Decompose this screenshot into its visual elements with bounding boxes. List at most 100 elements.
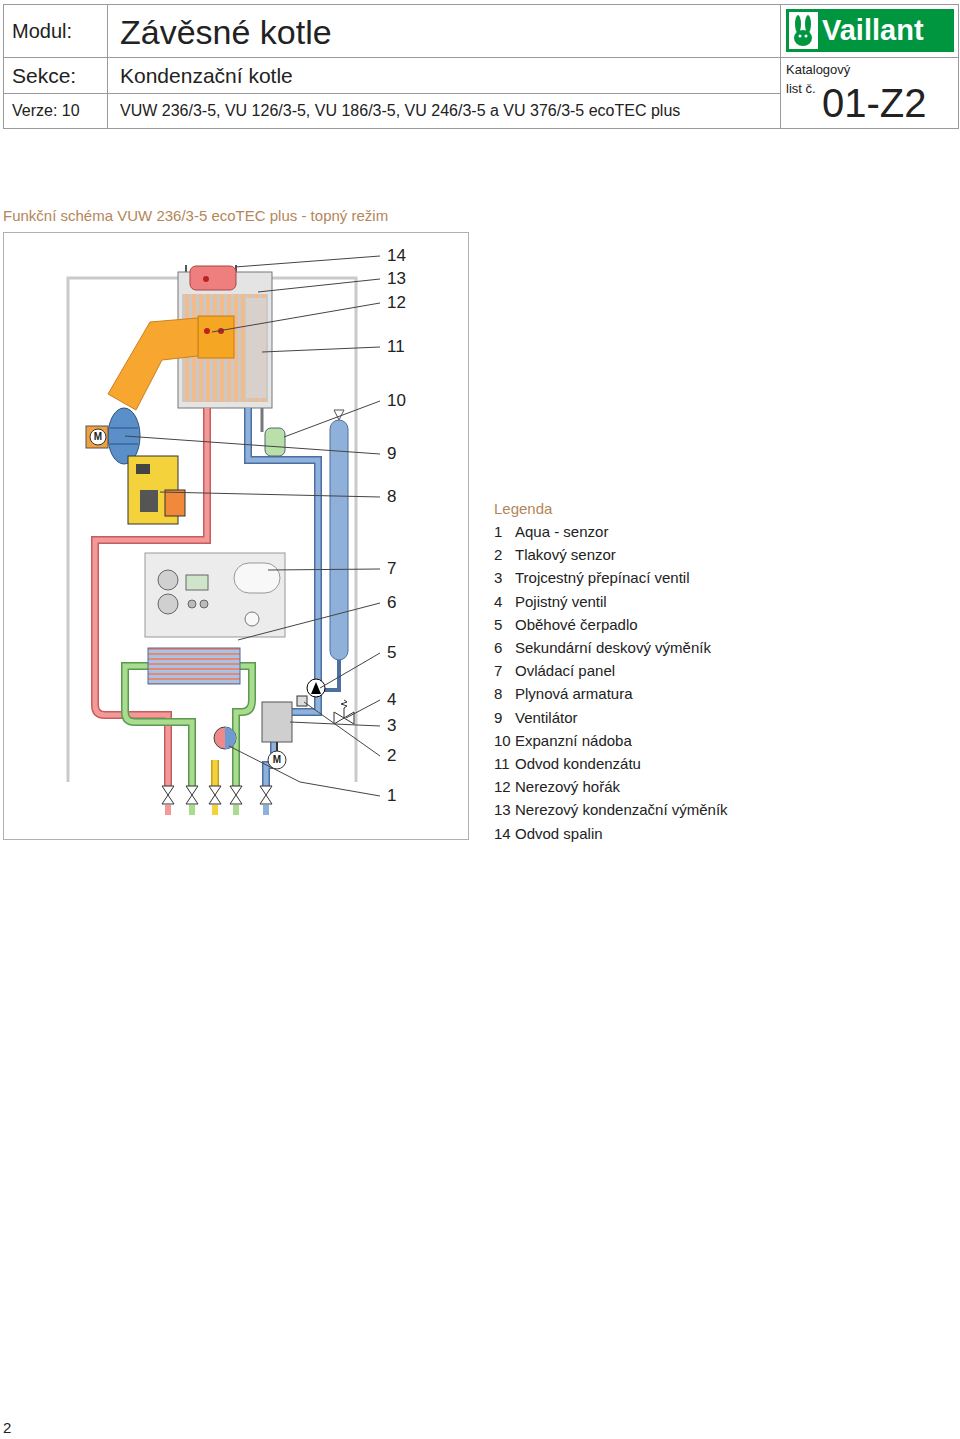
brand-logo — [786, 9, 954, 52]
water-pipe-outline — [125, 666, 192, 790]
pipe-end — [165, 805, 171, 815]
leader-lines — [229, 746, 380, 796]
condensate-pipe — [261, 408, 264, 432]
fan-blade — [110, 444, 138, 445]
brand-logo — [789, 12, 818, 49]
callout-number: 4 — [387, 690, 396, 710]
brand-logo — [805, 15, 811, 33]
header-table — [107, 4, 108, 128]
gas-valve-part — [136, 464, 150, 474]
sensor-dot — [203, 276, 209, 282]
legend-number: 10 — [494, 732, 511, 750]
aqua-sensor-half — [225, 727, 236, 749]
header-table — [4, 5, 959, 129]
motor-symbol — [90, 429, 106, 445]
sheet-number: 01-Z2 — [822, 79, 927, 127]
panel-button — [200, 600, 208, 608]
callout-number: 1 — [387, 786, 396, 806]
boiler-casing — [68, 278, 356, 782]
brand-logo — [786, 9, 954, 52]
header-field: Modul: — [12, 19, 72, 43]
leader-lines — [268, 569, 380, 570]
pipe-end — [212, 805, 218, 815]
valve-stem — [276, 742, 278, 751]
legend-text: Pojistný ventil — [515, 593, 607, 611]
header-field: Sekce: — [12, 63, 76, 88]
burner — [198, 316, 234, 358]
legend-text: Expanzní nádoba — [515, 732, 632, 750]
leader-lines — [235, 256, 380, 267]
legend-number: 4 — [494, 593, 502, 611]
pressure-sensor — [297, 696, 307, 706]
safety-valve — [334, 712, 344, 724]
callout-number: 3 — [387, 716, 396, 736]
safety-valve-spring — [341, 700, 347, 718]
legend-number: 2 — [494, 546, 502, 564]
leader-lines — [258, 279, 380, 292]
callout-number: 11 — [387, 337, 405, 357]
legend-number: 5 — [494, 616, 502, 634]
legend-number: 3 — [494, 569, 502, 587]
legend-text: Trojcestný přepínací ventil — [515, 569, 690, 587]
leader-lines — [320, 653, 380, 688]
leader-lines — [212, 303, 380, 332]
header-table — [3, 93, 780, 94]
plate-exchanger — [148, 648, 240, 684]
legend-heading: Legenda — [494, 500, 552, 518]
service-valves — [230, 786, 242, 804]
legend-text: Nerezový kondenzační výměník — [515, 801, 728, 819]
air-duct — [108, 318, 198, 410]
gas-valve-part — [140, 490, 158, 512]
pump-symbol — [311, 682, 321, 694]
callout-number: 2 — [387, 746, 396, 766]
water-pipe-outline — [236, 666, 252, 790]
callout-number: 8 — [387, 487, 396, 507]
legend-text: Ventilátor — [515, 709, 578, 727]
service-valves — [260, 786, 272, 804]
legend-number: 1 — [494, 523, 502, 541]
legend-text: Sekundární deskový výměník — [515, 639, 711, 657]
legend-number: 6 — [494, 639, 502, 657]
legend-number: 12 — [494, 778, 511, 796]
motor-symbol — [268, 751, 286, 769]
legend-text: Odvod kondenzátu — [515, 755, 641, 773]
legend-number: 8 — [494, 685, 502, 703]
header-table — [780, 4, 781, 128]
module-name: Závěsné kotle — [120, 12, 332, 53]
aqua-sensor — [214, 727, 236, 749]
brand-name: Vaillant — [822, 13, 924, 48]
legend-text: Plynová armatura — [515, 685, 633, 703]
control-panel — [145, 553, 285, 637]
panel-display — [186, 575, 208, 590]
brand-logo — [795, 15, 801, 33]
callout-number: 10 — [387, 391, 406, 411]
panel-button — [188, 600, 196, 608]
model-list: VUW 236/3-5, VU 126/3-5, VU 186/3-5, VU … — [120, 101, 680, 120]
pipe-end — [233, 805, 239, 815]
service-valves — [209, 786, 221, 804]
pipe-end — [263, 805, 269, 815]
version-field: Verze: 10 — [12, 101, 80, 120]
panel-knob — [158, 570, 178, 590]
brand-logo — [805, 35, 808, 38]
flue-chamber — [190, 266, 236, 290]
legend-text: Oběhové čerpadlo — [515, 616, 638, 634]
fan-motor — [86, 426, 108, 448]
header-table — [3, 57, 958, 58]
leader-lines — [125, 436, 380, 454]
water-pipe — [125, 666, 192, 790]
gas-valve-coil — [165, 490, 185, 516]
leader-lines — [238, 603, 380, 640]
legend-number: 9 — [494, 709, 502, 727]
leader-lines — [262, 347, 380, 352]
leader-lines — [284, 401, 380, 437]
three-way-valve — [262, 702, 292, 742]
callout-number: 12 — [387, 293, 406, 313]
panel-cover — [234, 563, 280, 593]
pipe-end — [189, 805, 195, 815]
callout-number: 6 — [387, 593, 396, 613]
safety-valve — [344, 712, 354, 724]
brand-logo — [799, 35, 802, 38]
service-valves — [186, 786, 198, 804]
